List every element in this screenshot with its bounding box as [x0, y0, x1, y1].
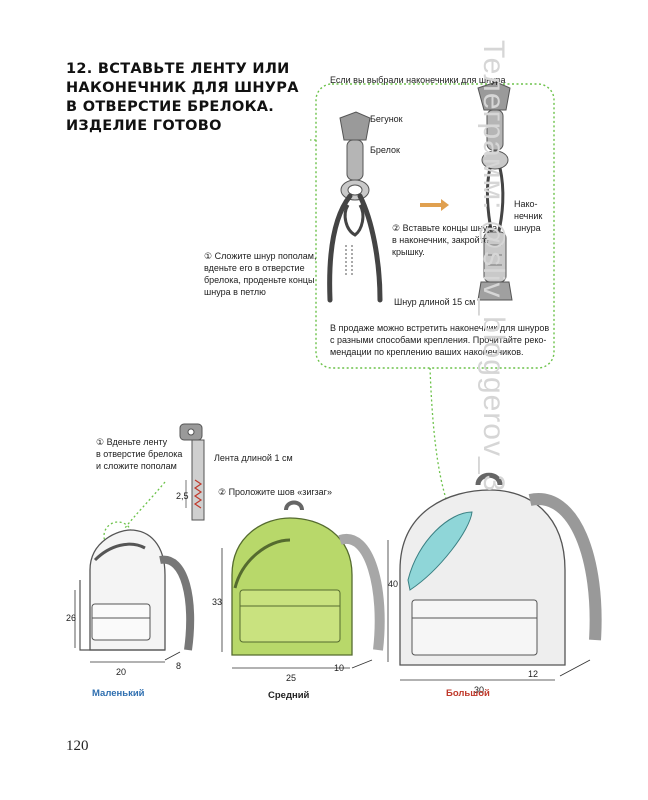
small-depth: 8 — [176, 661, 182, 671]
slider-label: Бегунок — [370, 114, 403, 124]
zipper-slider-illustration — [327, 111, 383, 303]
backpack-medium-illustration — [221, 500, 385, 669]
cord-step-1-line: вденьте его в отверстие — [204, 263, 305, 273]
cord-note: В продаже можно встретить наконечник для… — [330, 322, 549, 358]
heading-line-1: 12. ВСТАВЬТЕ ЛЕНТУ ИЛИ — [66, 61, 290, 77]
backpack-large-illustration — [387, 472, 602, 681]
large-depth: 12 — [528, 669, 539, 679]
pull-label: Брелок — [370, 145, 400, 155]
large-width: 30 — [474, 685, 485, 695]
ribbon-step-1-line: в отверстие брелока — [96, 449, 183, 459]
watermark: Телеграмм: @sliv_bloggerov_3 — [477, 40, 510, 493]
ribbon-step-1: ① Вденьте ленту в отверстие брелока и сл… — [96, 436, 182, 472]
cord-tip-line: шнура — [514, 223, 541, 233]
medium-width: 25 — [286, 673, 297, 683]
cord-step-1-line: шнура в петлю — [204, 287, 266, 297]
cord-step-2: ② Вставьте концы шнура в наконечник, зак… — [392, 222, 497, 258]
ribbon-step-2: ② Проложите шов «зигзаг» — [218, 487, 332, 497]
ribbon-dim: 2,5 — [176, 491, 189, 501]
guide-line-large — [429, 367, 449, 506]
medium-name: Средний — [268, 690, 310, 701]
heading-line-2: НАКОНЕЧНИК ДЛЯ ШНУРА — [66, 80, 299, 96]
cord-step-2-line: ② Вставьте концы шнура — [392, 223, 498, 233]
backpack-small-illustration — [74, 529, 195, 663]
cord-tip-line: нечник — [514, 211, 543, 221]
small-height: 26 — [66, 613, 77, 623]
page-number: 120 — [66, 738, 89, 754]
cord-step-1-line: ① Сложите шнур пополам, — [204, 251, 317, 261]
step-heading: 12. ВСТАВЬТЕ ЛЕНТУ ИЛИ НАКОНЕЧНИК ДЛЯ ШН… — [66, 60, 306, 136]
ribbon-length-label: Лента длиной 1 см — [214, 453, 293, 463]
cord-panel-caption: Если вы выбрали наконечники для шнура — [330, 75, 506, 85]
ribbon-step-1-line: ① Вденьте ленту — [96, 437, 168, 447]
cord-note-line: В продаже можно встретить наконечник для… — [330, 323, 550, 333]
cord-note-line: с разными способами крепления. Прочитайт… — [330, 335, 547, 345]
small-width: 20 — [116, 667, 127, 677]
cord-tip-label: Нако- нечник шнура — [514, 198, 542, 234]
cord-step-2-line: в наконечник, закройте — [392, 235, 489, 245]
ribbon-step-1-line: и сложите пополам — [96, 461, 177, 471]
cord-step-1: ① Сложите шнур пополам, вденьте его в от… — [204, 250, 317, 298]
guide-line-small — [124, 481, 166, 529]
small-name: Маленький — [92, 688, 145, 699]
large-height: 40 — [388, 579, 399, 589]
cord-step-1-line: брелока, проденьте концы — [204, 275, 315, 285]
medium-height: 33 — [212, 597, 223, 607]
cord-step-2-line: крышку. — [392, 247, 425, 257]
heading-line-4: ИЗДЕЛИЕ ГОТОВО — [66, 118, 222, 134]
medium-depth: 10 — [334, 663, 345, 673]
heading-line-3: В ОТВЕРСТИЕ БРЕЛОКА. — [66, 99, 275, 115]
large-name: Большой — [446, 688, 490, 699]
cord-length-label: Шнур длиной 15 см — [394, 297, 476, 307]
cord-note-line: мендации по креплению ваших наконечников… — [330, 347, 524, 357]
cord-panel-frame — [315, 83, 555, 369]
ribbon-pull-illustration — [179, 423, 205, 521]
cord-tip-illustration — [477, 81, 513, 301]
cord-tip-line: Нако- — [514, 199, 538, 209]
